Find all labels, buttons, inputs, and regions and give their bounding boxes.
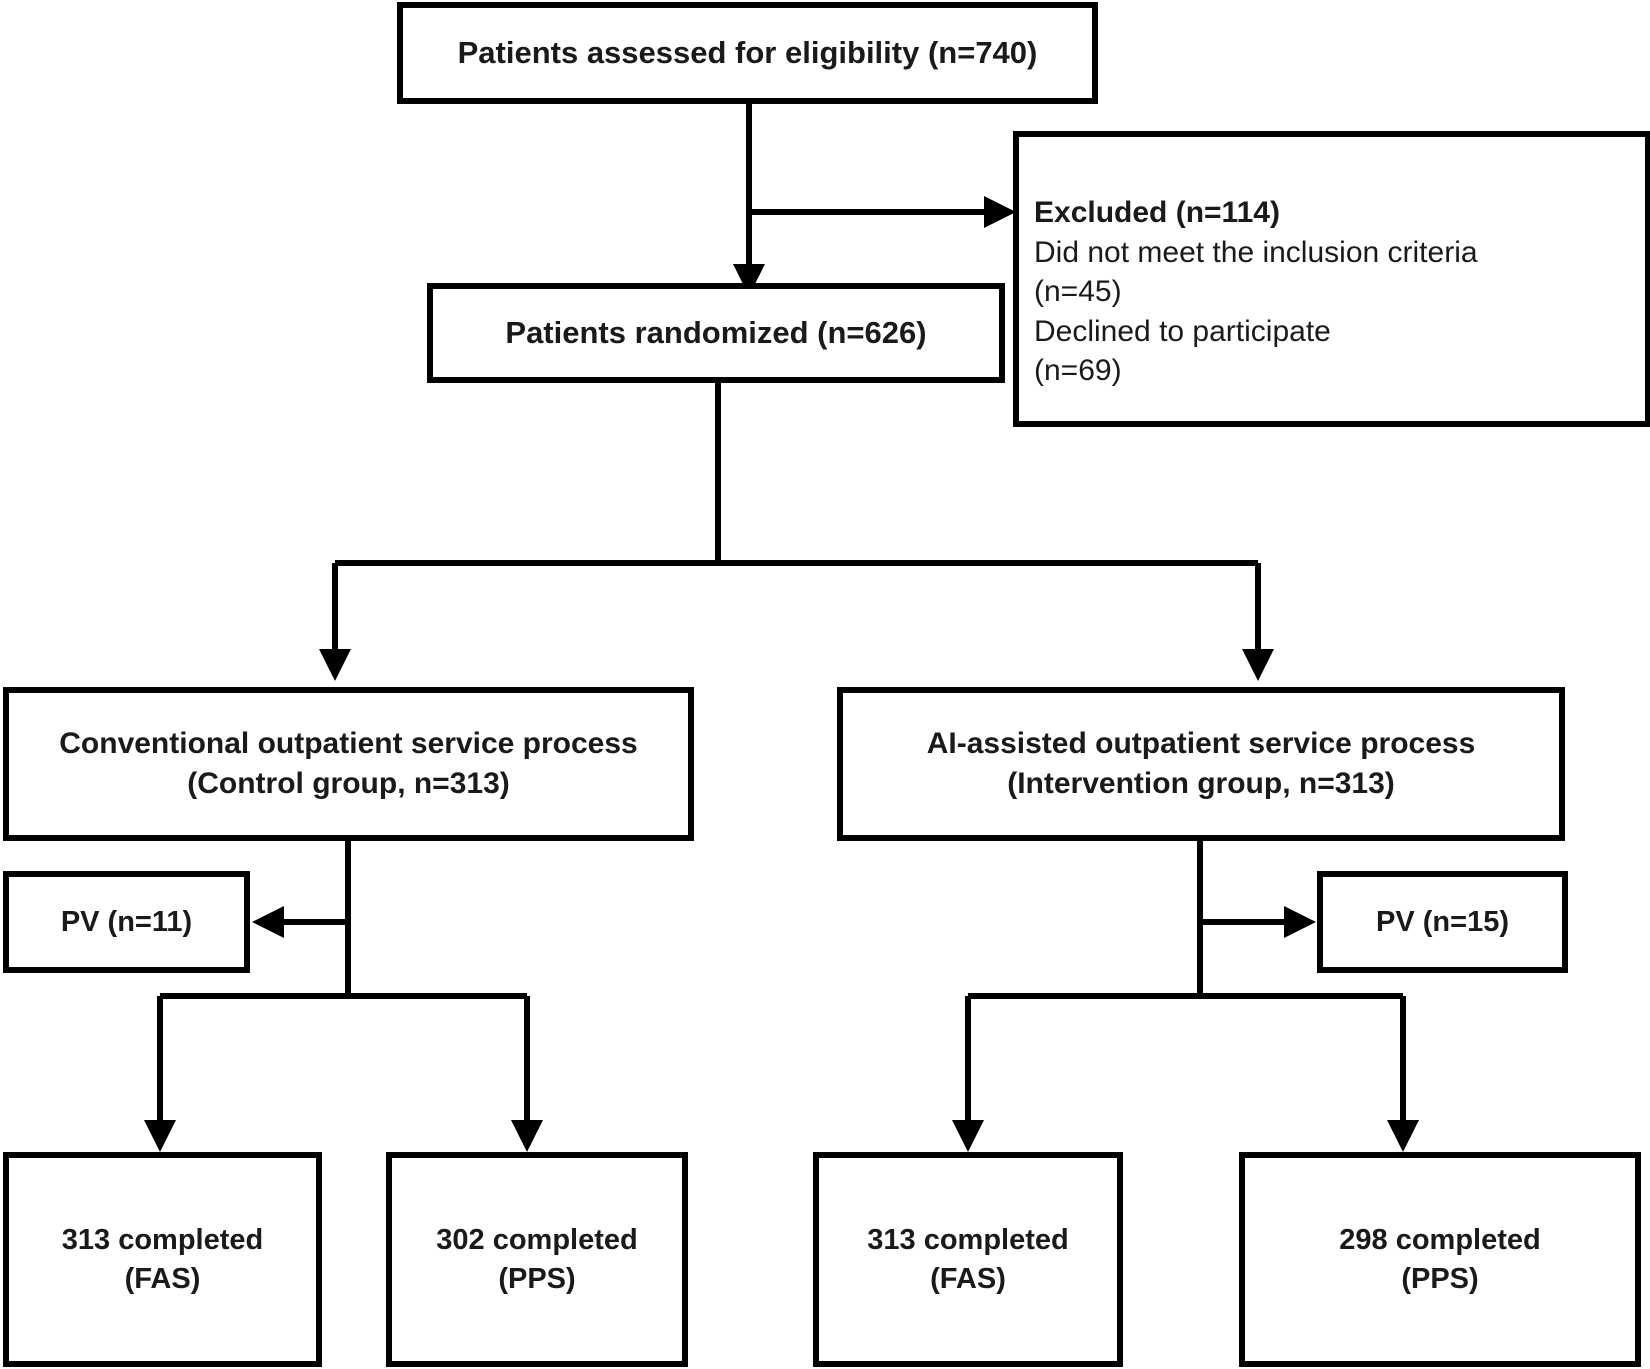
arrowhead-control-fas [144,1120,176,1152]
arrowhead-excluded [984,196,1016,228]
arrowhead-intervention-pps [1387,1120,1419,1152]
arrowhead-intervention-pv [1284,906,1316,938]
box-intervention-pv [1317,871,1568,973]
box-control-group [3,687,694,841]
box-enrollment [397,2,1098,104]
box-control-fas [3,1152,322,1367]
box-excluded [1013,131,1650,427]
arrowhead-control-pps [511,1120,543,1152]
arrowhead-intervention-fas [952,1120,984,1152]
box-randomized [427,283,1005,383]
arrowhead-control-pv [252,906,284,938]
box-intervention-pps [1239,1152,1641,1367]
box-intervention-group [837,687,1565,841]
arrowhead-control-group [319,649,351,681]
box-control-pv [3,871,250,973]
arrowhead-randomized [733,264,765,296]
box-intervention-fas [813,1152,1123,1367]
arrowhead-intervention-group [1242,649,1274,681]
box-control-pps [386,1152,688,1367]
